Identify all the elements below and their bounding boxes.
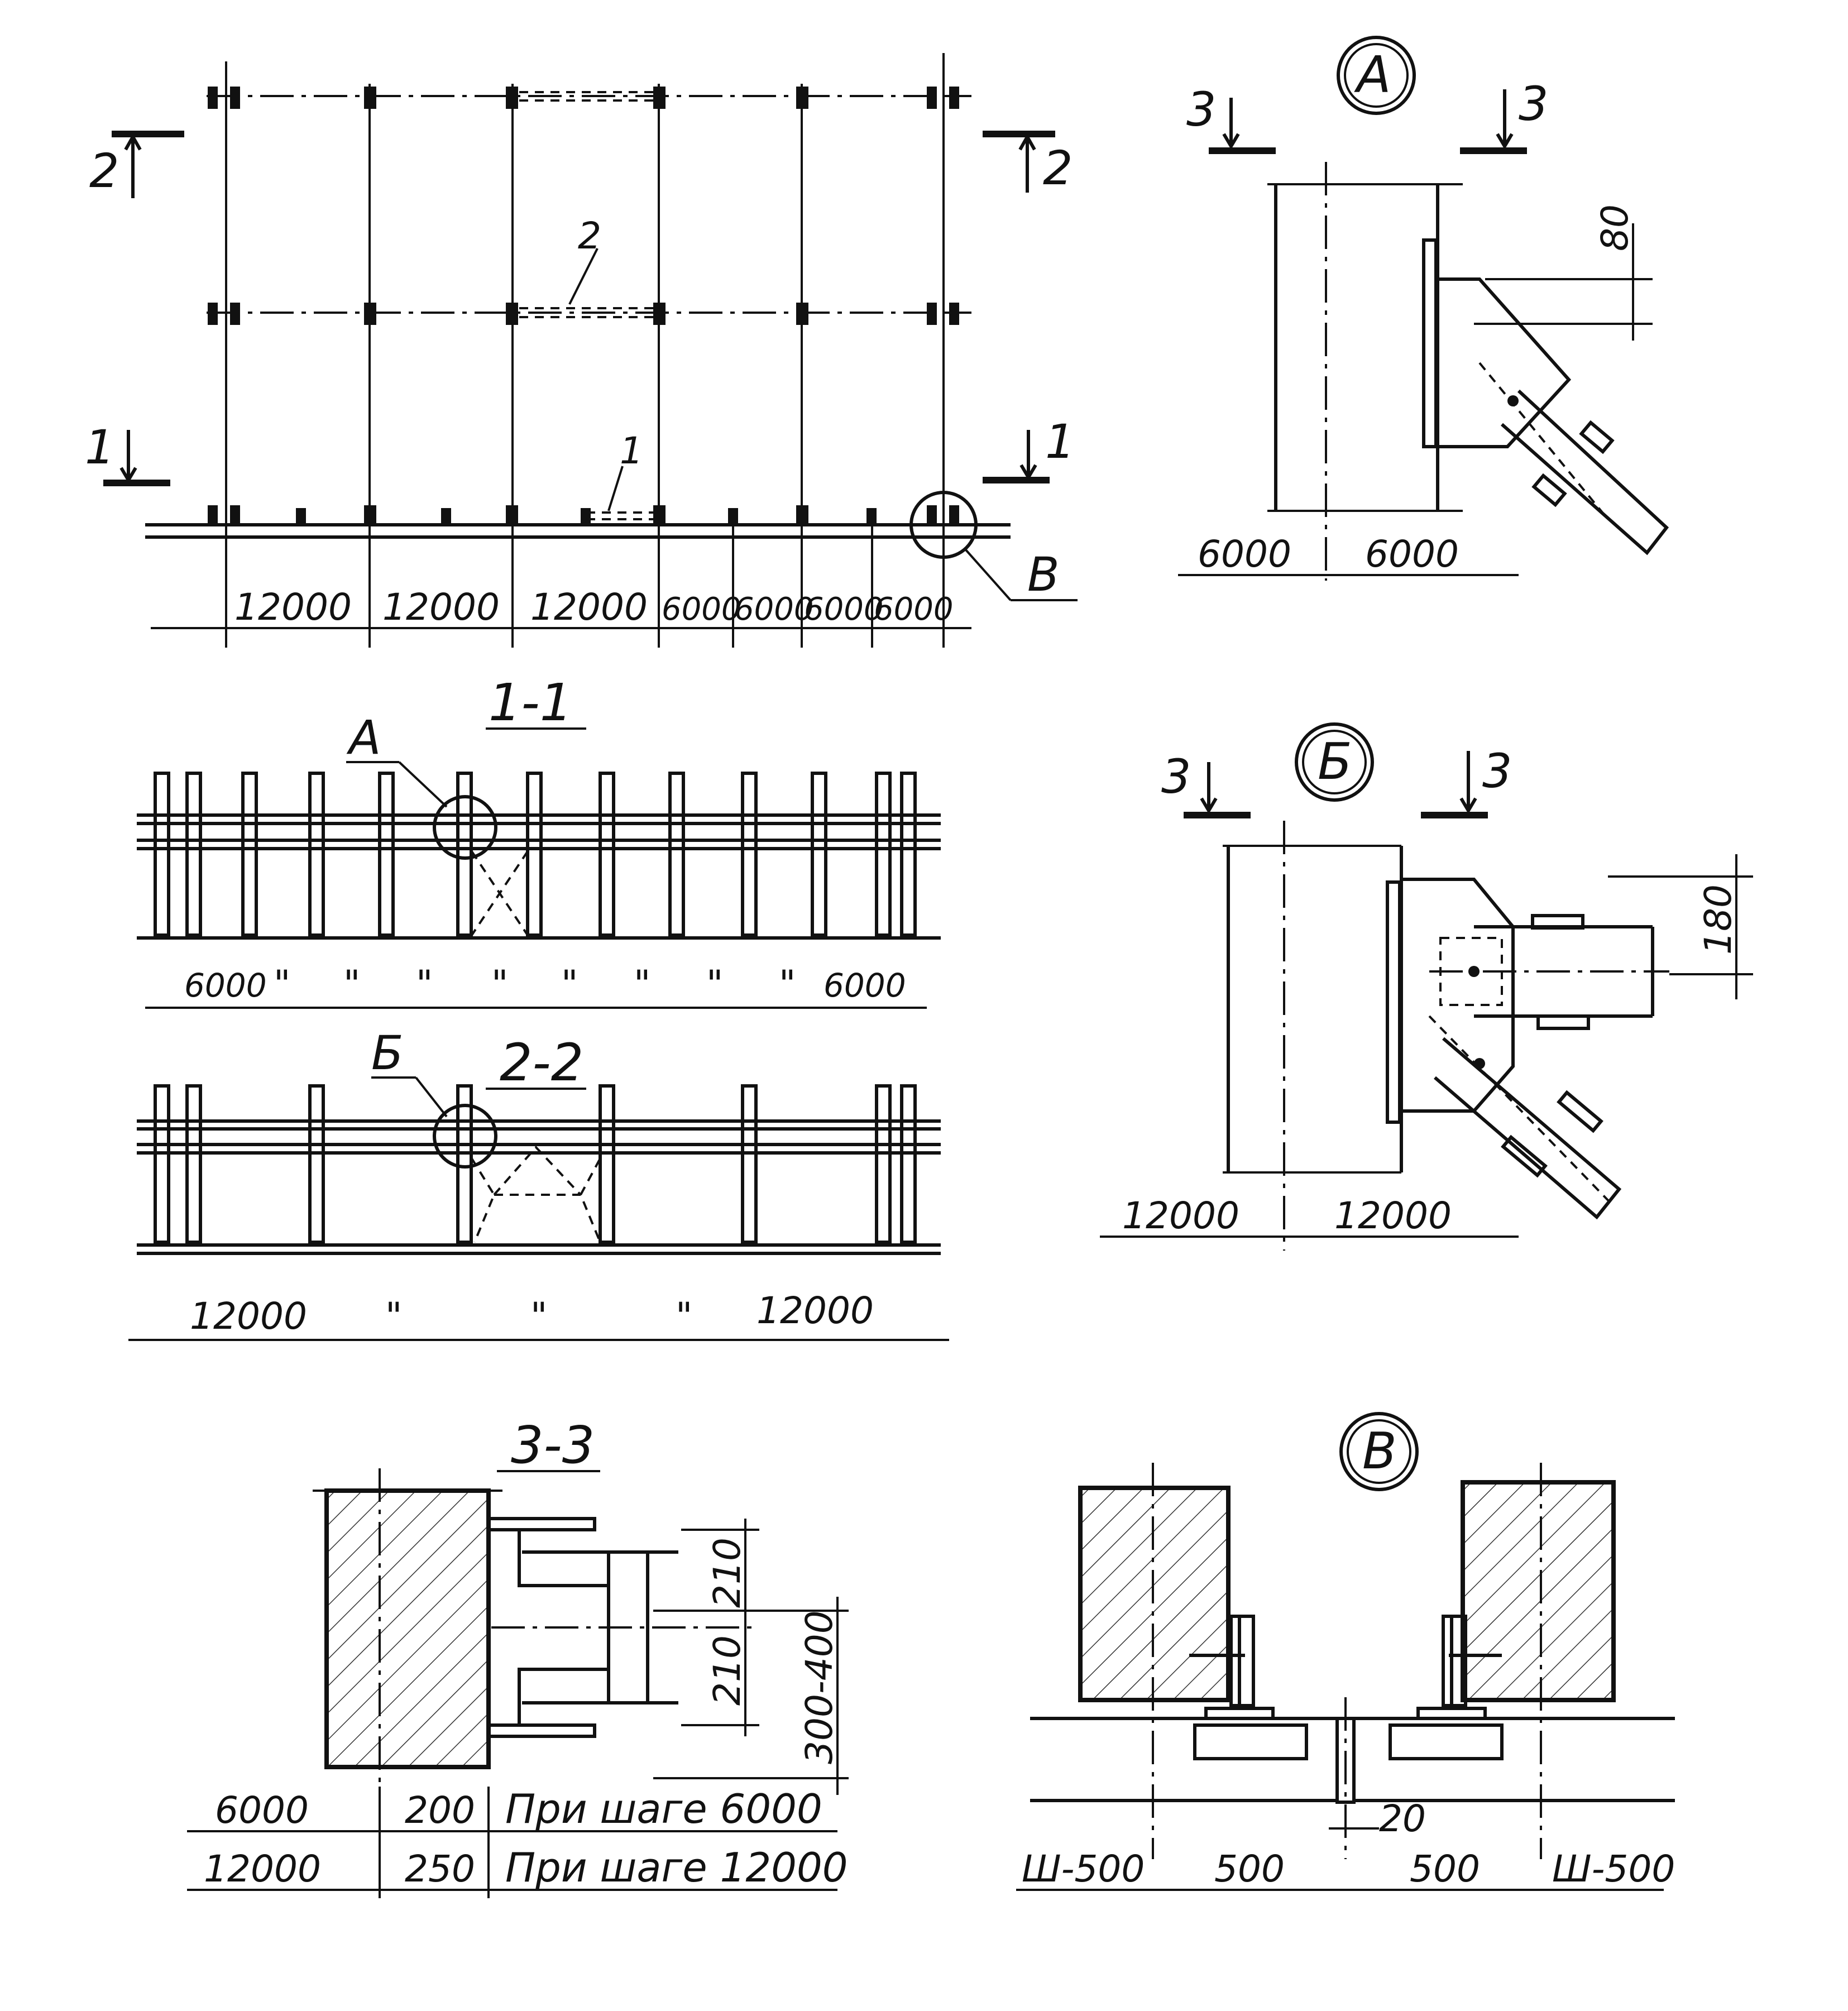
plan-span-6: 6000: [804, 591, 884, 628]
section-1-1-dim-1: ": [274, 963, 290, 1005]
detail-v-dim-500-right: 500: [1410, 1847, 1480, 1890]
plan-span-4: 6000: [662, 591, 741, 628]
detail-v-dim-500-left: 500: [1214, 1847, 1285, 1890]
section-mark-2-right: 2: [1043, 141, 1073, 195]
plan-grid: [145, 53, 1011, 648]
section-2-2-dim-2: ": [530, 1295, 547, 1338]
plan-span-7: 6000: [874, 591, 954, 628]
section-1-1-callout: А: [346, 710, 381, 765]
detail-a-cut-right: 3: [1519, 76, 1548, 131]
detail-b-cut-right: 3: [1482, 744, 1512, 798]
section-3-3-note-6000: При шаге 6000: [505, 1785, 822, 1832]
plan-span-3: 12000: [530, 586, 648, 629]
section-3-3-title: 3-3: [511, 1415, 595, 1475]
plan-span-1: 12000: [234, 586, 352, 629]
section-3-3-offset-200: 200: [405, 1789, 475, 1832]
plan-section-marks: 2 2 1 1: [85, 131, 1075, 486]
section-1-1-dim-9: 6000: [824, 966, 906, 1004]
detail-v-title: В: [1362, 1422, 1397, 1481]
plan-dimension-chain: 12000 12000 12000 6000 6000 6000 6000: [151, 586, 971, 629]
section-3-3-dim-210-top: 210: [706, 1538, 749, 1608]
section-2-2-dim-4: 12000: [757, 1289, 874, 1332]
detail-a-dim-right: 6000: [1365, 533, 1459, 576]
detail-v-gap: 20: [1379, 1797, 1426, 1840]
section-2-2-dim-3: ": [676, 1295, 692, 1338]
detail-a-dim-left: 6000: [1198, 533, 1291, 576]
brace-label-1: 1: [620, 429, 643, 472]
section-mark-1-right: 1: [1045, 414, 1075, 469]
section-2-2-title: 2-2: [500, 1033, 583, 1093]
detail-b-dim-right: 12000: [1334, 1194, 1452, 1237]
detail-b-title: Б: [1318, 732, 1352, 791]
section-2-2-dim-1: ": [385, 1295, 402, 1338]
section-3-3-step-12000: 12000: [204, 1847, 321, 1890]
node-v-label: В: [1027, 547, 1060, 602]
detail-v-dim-sh-right: Ш-500: [1552, 1847, 1675, 1890]
detail-b: Б 3 3 180 12000 12000: [1100, 722, 1753, 1251]
section-2-2: 2-2 Б 12000 " " " 12000: [128, 1026, 949, 1341]
plan-span-5: 6000: [734, 591, 814, 628]
plan-columns: [208, 87, 959, 526]
section-1-1-dim-7: ": [706, 963, 723, 1005]
detail-v: В 20 Ш-500 500 500 Ш-500: [1016, 1412, 1675, 1891]
brace-label-2: 2: [578, 214, 601, 257]
section-3-3-dim-300-400: 300-400: [798, 1610, 841, 1764]
detail-b-dim-left: 12000: [1122, 1194, 1239, 1237]
section-3-3-step-6000: 6000: [215, 1789, 309, 1832]
plan-span-2: 12000: [382, 586, 500, 629]
detail-a-dim-80: 80: [1593, 204, 1636, 251]
section-1-1-dim-0: 6000: [184, 966, 267, 1004]
section-1-1-dim-8: ": [779, 963, 796, 1005]
plan-braces: 2 1: [519, 91, 653, 520]
section-3-3-note-12000: При шаге 12000: [505, 1844, 848, 1891]
detail-a-title: А: [1354, 46, 1391, 104]
detail-b-dim-180: 180: [1697, 884, 1740, 955]
section-1-1-dim-5: ": [561, 963, 578, 1005]
section-1-1-dim-3: ": [416, 963, 433, 1005]
section-3-3: 3-3 210 210 300-400 6000 200 При шаге 60…: [187, 1415, 849, 1898]
detail-a: А 3 3 80 6000 6000: [1178, 36, 1669, 581]
node-v-callout: В: [909, 491, 1078, 602]
section-1-1-title: 1-1: [489, 673, 572, 732]
section-mark-2-left: 2: [89, 143, 119, 198]
detail-a-cut-left: 3: [1186, 82, 1216, 137]
section-2-2-callout: Б: [371, 1026, 404, 1080]
section-1-1-dim-6: ": [634, 963, 650, 1005]
detail-b-cut-left: 3: [1161, 749, 1191, 804]
section-3-3-dim-210-bottom: 210: [706, 1635, 749, 1706]
detail-v-dim-sh-left: Ш-500: [1022, 1847, 1145, 1890]
section-mark-1-left: 1: [85, 420, 114, 475]
section-1-1-dim-4: ": [491, 963, 508, 1005]
section-1-1: 1-1 А 6000: [137, 673, 941, 1009]
section-2-2-dim-0: 12000: [190, 1295, 307, 1338]
section-1-1-dim-2: ": [343, 963, 360, 1005]
section-3-3-offset-250: 250: [405, 1847, 475, 1890]
plan-view: 2 1 2 2 1 1 В: [85, 53, 1078, 648]
